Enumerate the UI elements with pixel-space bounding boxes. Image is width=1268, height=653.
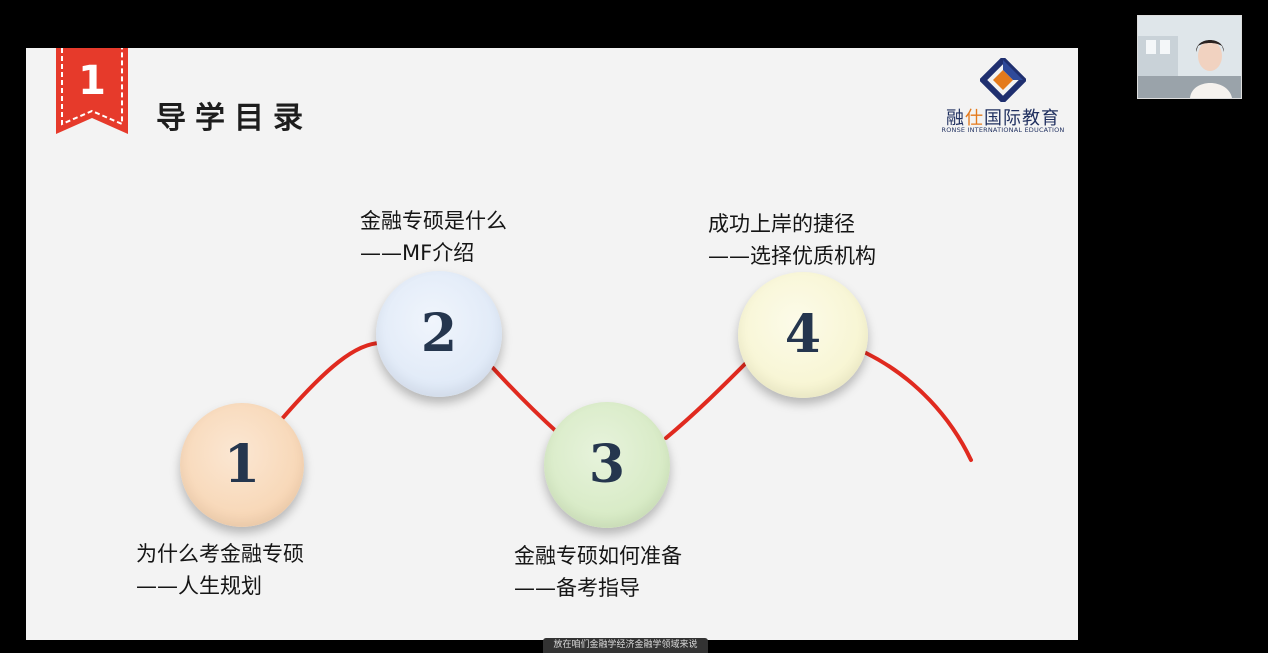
step-2-circle: 2 (376, 271, 502, 397)
presenter-icon (1138, 16, 1241, 98)
step-3-circle: 3 (544, 402, 670, 528)
step-3-caption: 金融专硕如何准备 ——备考指导 (514, 540, 682, 604)
step-2-subtitle: ——MF介绍 (360, 237, 507, 269)
step-2-caption: 金融专硕是什么 ——MF介绍 (360, 205, 507, 269)
presentation-slide: 1 导学目录 融仕国际教育 RONSE INTERNATIONAL EDUCAT… (26, 48, 1078, 640)
step-4-caption: 成功上岸的捷径 ——选择优质机构 (708, 208, 876, 272)
step-1-circle: 1 (180, 403, 304, 527)
step-1-subtitle: ——人生规划 (136, 570, 304, 602)
step-1-title: 为什么考金融专硕 (136, 538, 304, 570)
step-2-title: 金融专硕是什么 (360, 205, 507, 237)
step-3-title: 金融专硕如何准备 (514, 540, 682, 572)
step-4-subtitle: ——选择优质机构 (708, 240, 876, 272)
step-4-title: 成功上岸的捷径 (708, 208, 876, 240)
presenter-webcam[interactable] (1137, 15, 1242, 99)
step-4-circle: 4 (738, 272, 868, 398)
step-3-subtitle: ——备考指导 (514, 572, 682, 604)
caption-bar: 放在咱们金融学经济金融学领域来说 (543, 638, 708, 653)
step-1-caption: 为什么考金融专硕 ——人生规划 (136, 538, 304, 602)
